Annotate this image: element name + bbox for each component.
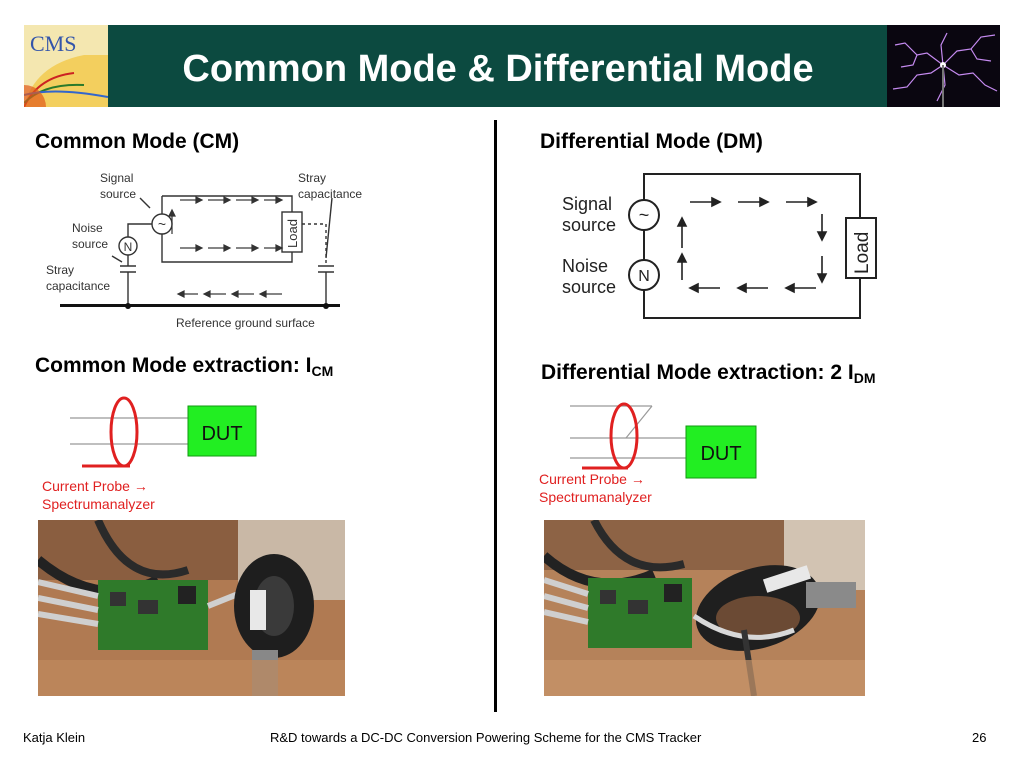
dm-probe-line-1: Current Probe →: [539, 471, 645, 487]
cm-stray-left-label-2: capacitance: [46, 279, 110, 293]
footer-talk-title: R&D towards a DC-DC Conversion Powering …: [270, 730, 702, 745]
cm-extraction-text: Common Mode extraction: I: [35, 354, 312, 377]
footer-author: Katja Klein: [23, 730, 86, 745]
dm-signal-symbol: ~: [639, 205, 650, 225]
cm-ground-label: Reference ground surface: [176, 316, 315, 330]
dm-extraction-subscript: DM: [853, 370, 876, 386]
cm-stray-left-label-1: Stray: [46, 263, 74, 277]
dm-signal-label-2: source: [562, 215, 616, 235]
dm-extraction-heading: Differential Mode extraction: 2 IDM: [541, 360, 876, 386]
cms-logo: CMS: [24, 25, 108, 107]
footer-page-number: 26: [972, 730, 987, 745]
dm-circuit-diagram: Signal source Noise source ~ N Load: [562, 173, 877, 319]
cm-extraction-heading: Common Mode extraction: ICM: [35, 353, 333, 379]
cm-noise-label-1: Noise: [72, 221, 103, 235]
cm-setup-photo: [38, 520, 345, 696]
cm-probe-line-2: Spectrumanalyzer: [42, 496, 155, 512]
slide-title: Common Mode & Differential Mode: [182, 48, 814, 90]
cms-logo-text: CMS: [30, 31, 76, 56]
dm-noise-label-1: Noise: [562, 256, 608, 276]
cm-stray-right-label-1: Stray: [298, 171, 326, 185]
cm-signal-label-1: Signal: [100, 171, 133, 185]
dm-noise-symbol: N: [638, 268, 650, 285]
dm-heading: Differential Mode (DM): [540, 130, 763, 153]
cm-dut-label: DUT: [201, 423, 242, 445]
cm-circuit-diagram: Signal source Noise source Stray capacit…: [46, 171, 362, 330]
plasma-discharge-image: [887, 25, 1000, 107]
dm-dut-label: DUT: [700, 443, 741, 465]
cm-signal-label-2: source: [100, 187, 136, 201]
dm-probe-line-2: Spectrumanalyzer: [539, 489, 652, 505]
cm-noise-label-2: source: [72, 237, 108, 251]
dm-noise-label-2: source: [562, 277, 616, 297]
cm-stray-right-label-2: capacitance: [298, 187, 362, 201]
cm-heading: Common Mode (CM): [35, 130, 240, 153]
dm-extraction-text: Differential Mode extraction: 2 I: [541, 361, 854, 384]
column-divider: [494, 120, 497, 712]
cm-signal-symbol: ~: [158, 216, 166, 232]
cm-noise-symbol: N: [124, 240, 133, 254]
dm-setup-photo: [544, 520, 865, 696]
cm-probe-line-1: Current Probe →: [42, 478, 148, 494]
cm-extraction-subscript: CM: [311, 363, 334, 379]
dm-signal-label-1: Signal: [562, 194, 612, 214]
dm-load-label: Load: [852, 232, 873, 274]
cm-probe-diagram: DUT: [70, 396, 257, 468]
cm-load-label: Load: [285, 219, 300, 248]
dm-probe-diagram: DUT: [570, 402, 757, 479]
title-bar: [108, 25, 888, 107]
